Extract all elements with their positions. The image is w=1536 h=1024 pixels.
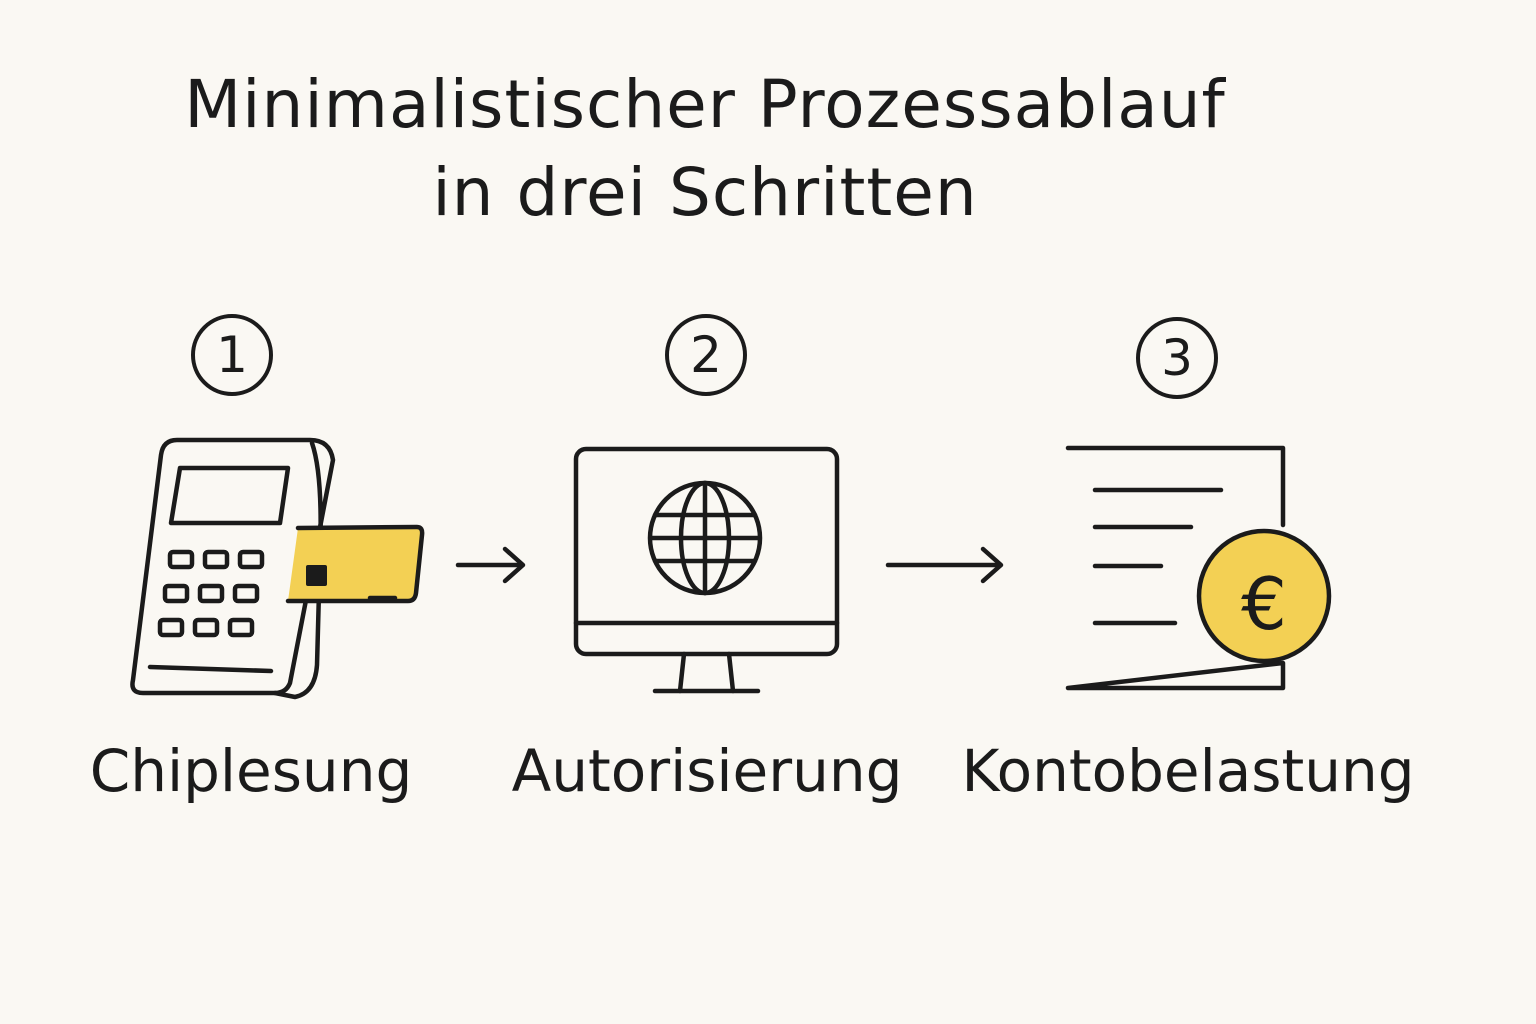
- step-2-label: Autorisierung: [511, 737, 903, 805]
- step-3-label: Kontobelastung: [961, 737, 1415, 805]
- arrow-right-icon: [455, 545, 527, 585]
- monitor-globe-icon: [574, 447, 840, 697]
- card-terminal-icon: [125, 435, 435, 705]
- diagram-title: Minimalistischer Prozessablauf: [184, 66, 1226, 143]
- document-euro-icon: [1065, 445, 1335, 691]
- step-1-number: 1: [191, 314, 273, 396]
- step-1-label: Chiplesung: [89, 737, 413, 805]
- euro-coin-symbol: €: [1241, 562, 1287, 646]
- arrow-right-icon: [885, 545, 1005, 585]
- diagram-title-line-2: in drei Schritten: [432, 154, 978, 231]
- step-3-number: 3: [1136, 317, 1218, 399]
- step-2-number: 2: [665, 314, 747, 396]
